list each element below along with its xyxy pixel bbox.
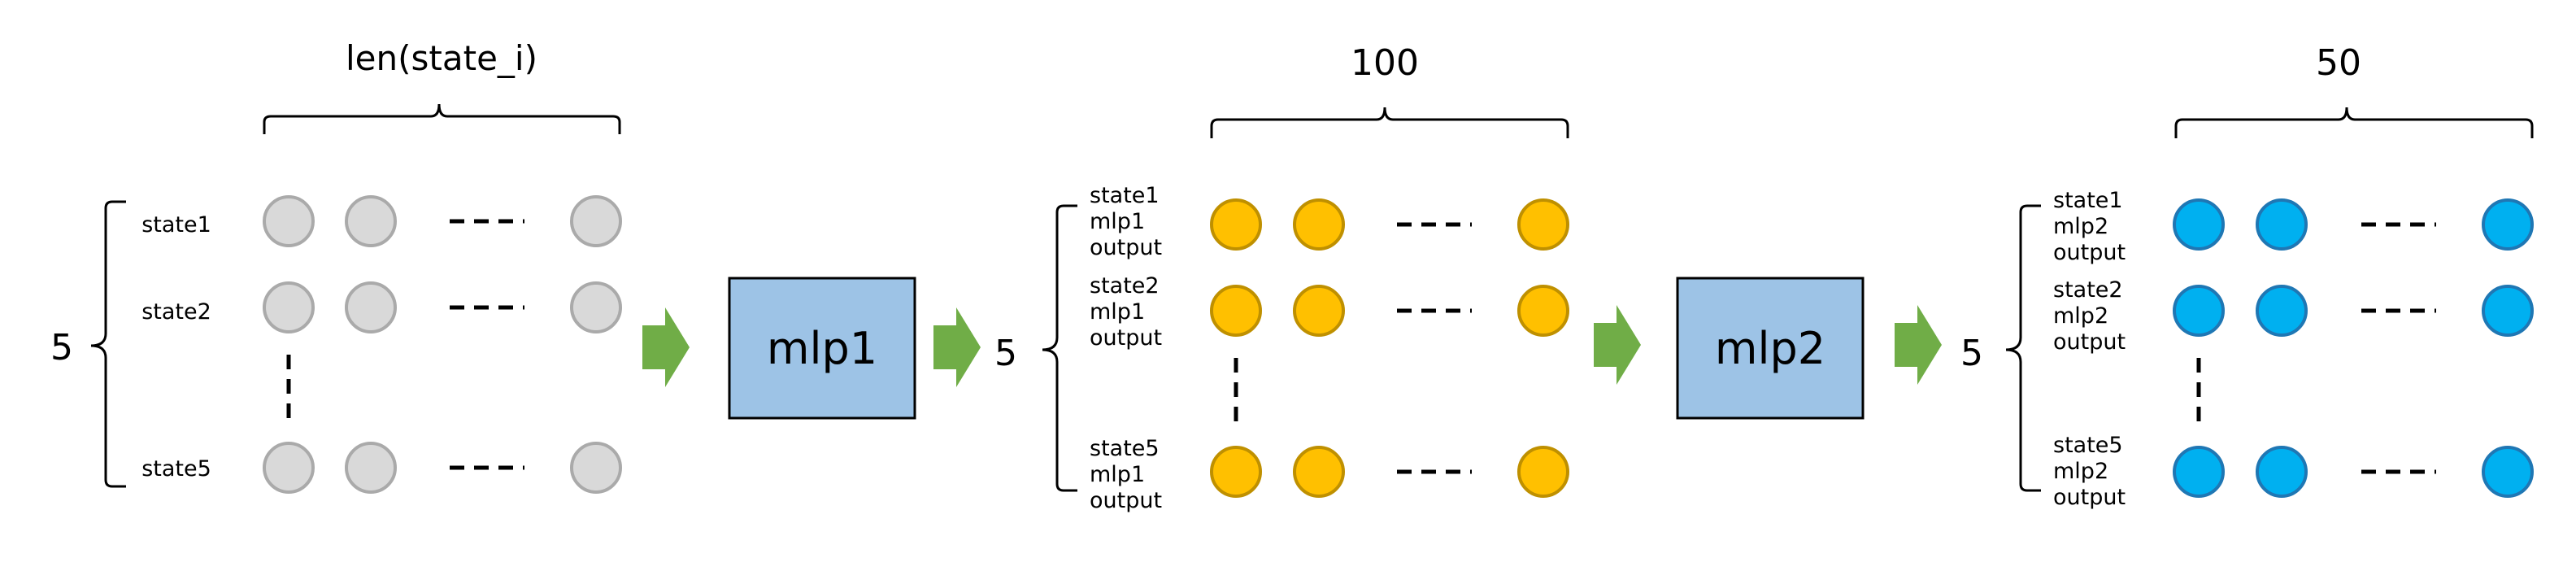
row-label-mlp1-state5: output bbox=[1090, 488, 1162, 513]
input-width-label: len(state_i) bbox=[346, 38, 537, 78]
mlp1-label: mlp1 bbox=[767, 323, 877, 374]
row-label-mlp1-state2: state2 bbox=[1090, 273, 1160, 299]
input-node bbox=[570, 442, 622, 494]
input-node bbox=[263, 442, 315, 494]
row-label-mlp1-state5: mlp1 bbox=[1090, 462, 1145, 487]
input-count-label: 5 bbox=[50, 327, 73, 368]
arrow-right-icon bbox=[1895, 305, 1942, 385]
row-label-mlp2-state1: mlp2 bbox=[2053, 214, 2108, 239]
mlp2-output-node bbox=[2256, 198, 2308, 251]
input-node bbox=[263, 195, 315, 247]
mlp1-output-node bbox=[1517, 198, 1569, 251]
arrow-right-icon bbox=[933, 307, 981, 387]
mlp1-count-brace bbox=[1042, 204, 1077, 492]
mlp1-output-node bbox=[1293, 446, 1345, 498]
row-label-mlp2-state2: state2 bbox=[2053, 277, 2123, 303]
arrow-right-icon bbox=[1594, 305, 1641, 385]
input-node bbox=[345, 442, 397, 494]
input-node bbox=[263, 281, 315, 333]
mlp1-output-node bbox=[1210, 285, 1262, 337]
mlp2-width-brace bbox=[2174, 107, 2534, 138]
row-label-mlp1-state2: output bbox=[1090, 325, 1162, 351]
mlp2-output-node bbox=[2482, 285, 2534, 337]
stage-input: len(state_i) 5 state1 state2 state5 bbox=[50, 38, 622, 494]
row-label-mlp1-state1: state1 bbox=[1090, 183, 1160, 208]
mlp2-output-node bbox=[2256, 285, 2308, 337]
row-label-mlp1-state5: state5 bbox=[1090, 436, 1160, 461]
input-node bbox=[570, 281, 622, 333]
stage-mlp1-output: 100 5 state1 mlp1 output state2 mlp1 out… bbox=[994, 42, 1569, 513]
mlp1-output-node bbox=[1293, 285, 1345, 337]
row-label-mlp2-state5: output bbox=[2053, 485, 2126, 510]
row-label-state2: state2 bbox=[141, 299, 211, 325]
mlp2-block: mlp2 bbox=[1676, 277, 1865, 420]
row-label-mlp2-state5: mlp2 bbox=[2053, 459, 2108, 484]
stage-mlp2-output: 50 5 state1 mlp2 output state2 mlp2 outp… bbox=[1960, 42, 2534, 510]
mlp1-output-node bbox=[1517, 446, 1569, 498]
row-label-mlp2-state1: state1 bbox=[2053, 188, 2123, 213]
mlp2-output-node bbox=[2256, 446, 2308, 498]
mlp2-label: mlp2 bbox=[1715, 323, 1825, 374]
row-label-mlp2-state1: output bbox=[2053, 240, 2126, 265]
row-label-state1: state1 bbox=[141, 212, 211, 238]
row-label-mlp2-state2: output bbox=[2053, 329, 2126, 355]
mlp1-output-node bbox=[1210, 198, 1262, 251]
mlp1-width-label: 100 bbox=[1351, 42, 1419, 84]
mlp2-output-node bbox=[2173, 285, 2225, 337]
input-node bbox=[345, 195, 397, 247]
mlp1-output-node bbox=[1517, 285, 1569, 337]
mlp2-output-node bbox=[2173, 446, 2225, 498]
row-label-mlp1-state1: mlp1 bbox=[1090, 209, 1145, 234]
mlp1-width-brace bbox=[1210, 107, 1569, 138]
arrow-right-icon bbox=[642, 307, 690, 387]
input-node bbox=[570, 195, 622, 247]
mlp2-count-brace bbox=[2005, 204, 2041, 492]
input-node bbox=[345, 281, 397, 333]
mlp2-width-label: 50 bbox=[2316, 42, 2361, 84]
mlp1-count-label: 5 bbox=[994, 333, 1017, 374]
mlp2-output-node bbox=[2173, 198, 2225, 251]
row-label-state5: state5 bbox=[141, 456, 211, 482]
row-label-mlp1-state2: mlp1 bbox=[1090, 299, 1145, 325]
mlp2-count-label: 5 bbox=[1960, 333, 1983, 374]
input-width-brace bbox=[263, 103, 621, 134]
mlp1-output-node bbox=[1210, 446, 1262, 498]
input-count-brace bbox=[90, 200, 126, 488]
mlp2-output-node bbox=[2482, 198, 2534, 251]
row-label-mlp2-state5: state5 bbox=[2053, 433, 2123, 458]
mlp1-output-node bbox=[1293, 198, 1345, 251]
row-label-mlp1-state1: output bbox=[1090, 235, 1162, 260]
row-label-mlp2-state2: mlp2 bbox=[2053, 303, 2108, 329]
mlp1-block: mlp1 bbox=[728, 277, 916, 420]
mlp2-output-node bbox=[2482, 446, 2534, 498]
